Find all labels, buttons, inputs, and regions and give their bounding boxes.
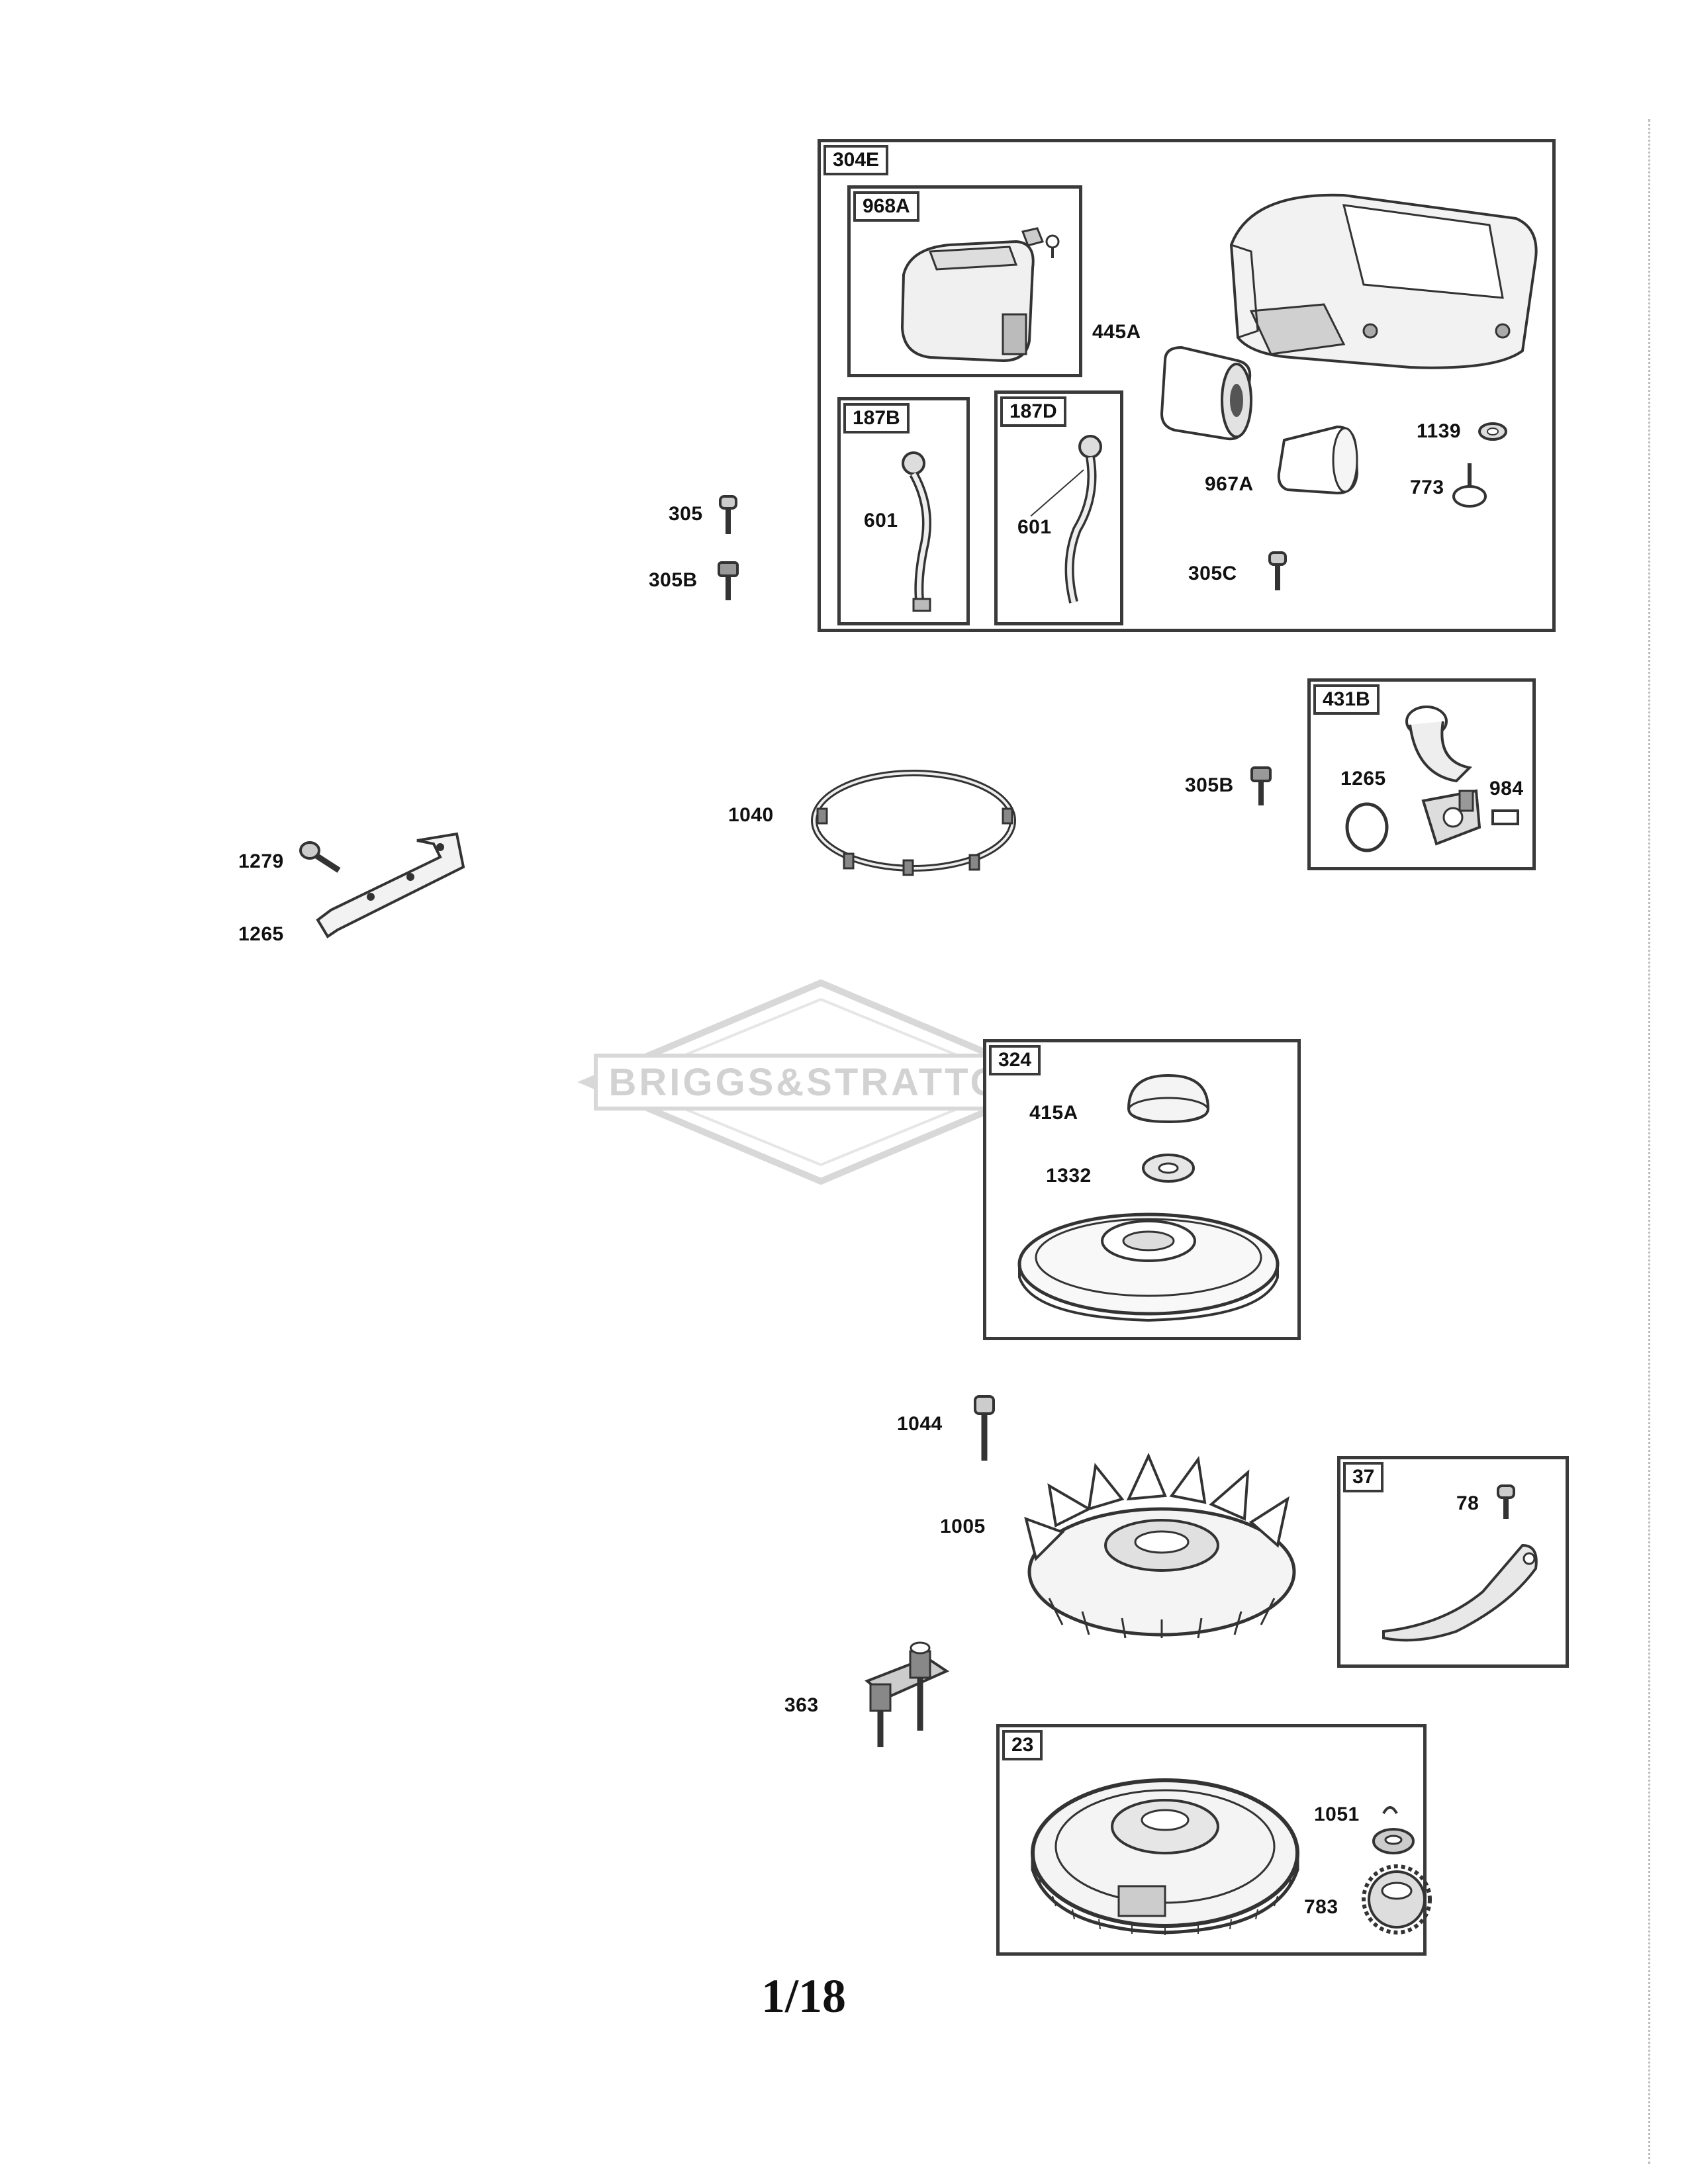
group-37-box: 37 78 (1337, 1456, 1569, 1668)
fan-icon (1024, 1453, 1296, 1639)
label-445A: 445A (1092, 321, 1141, 343)
flywheel-icon (1031, 1778, 1299, 1935)
pre-cleaner-icon (1277, 425, 1359, 495)
label-305B-a: 305B (649, 569, 698, 591)
label-1332: 1332 (1046, 1165, 1092, 1187)
label-601-a: 601 (864, 510, 898, 531)
group-187D-box: 187D 601 (994, 390, 1123, 625)
gasket-ring-icon (1345, 802, 1389, 852)
label-78: 78 (1456, 1492, 1479, 1514)
group-304E-box: 304E 968A 187B 601 187D 6 (818, 139, 1556, 632)
retainer-washer-icon (1142, 1154, 1195, 1183)
air-cleaner-cover-icon (900, 227, 1060, 363)
label-967A: 967A (1205, 473, 1254, 495)
key-1051-icon (1382, 1806, 1398, 1815)
blower-housing-icon (1229, 193, 1538, 369)
screw-78-icon (1497, 1484, 1515, 1519)
armature-icon (865, 1641, 950, 1747)
right-margin-rule (1648, 119, 1650, 2164)
rotating-screen-cap-icon (1127, 1073, 1210, 1124)
group-968A-box: 968A (847, 185, 1082, 377)
bolt-1279-icon (299, 841, 341, 873)
label-601-b: 601 (1017, 516, 1052, 538)
intake-elbow-icon (1405, 705, 1481, 846)
guard-ring-icon (811, 770, 1016, 876)
washer-icon (1478, 422, 1507, 441)
air-filter-cartridge-icon (1160, 345, 1252, 441)
briggs-stratton-watermark: BRIGGS&STRATTON (577, 979, 1064, 1185)
bolt-1044-icon (974, 1395, 995, 1461)
label-1279: 1279 (238, 850, 284, 872)
label-1265: 1265 (238, 923, 284, 945)
screw-305-icon (719, 495, 737, 534)
group-431B-title: 431B (1313, 684, 1380, 715)
screw-305C-icon (1268, 551, 1287, 590)
breather-tube-icon (902, 451, 931, 612)
knob-screw-icon (1452, 463, 1487, 508)
screw-305B-a-icon (718, 561, 739, 600)
starter-clutch-icon (1362, 1864, 1432, 1934)
group-324-box: 324 415A 1332 (983, 1039, 1301, 1340)
group-187B-title: 187B (843, 403, 910, 433)
label-773: 773 (1410, 477, 1444, 498)
group-23-title: 23 (1002, 1730, 1043, 1760)
label-415A: 415A (1029, 1102, 1078, 1124)
bracket-icon (316, 832, 465, 938)
label-1139: 1139 (1417, 420, 1462, 442)
page-number: 1/18 (761, 1970, 847, 2023)
label-1051: 1051 (1314, 1803, 1360, 1825)
group-23-box: 23 1051 783 (996, 1724, 1432, 1956)
group-187D-title: 187D (1000, 396, 1066, 427)
group-37-title: 37 (1343, 1462, 1384, 1492)
group-187B-box: 187B 601 (837, 397, 970, 625)
label-984: 984 (1489, 778, 1524, 799)
group-968A-title: 968A (853, 191, 919, 222)
air-guide-icon (1382, 1543, 1538, 1642)
breather-tube-long-icon (1030, 435, 1102, 604)
label-363: 363 (784, 1694, 819, 1716)
watermark-text: BRIGGS&STRATTON (608, 1060, 1033, 1104)
label-1005: 1005 (940, 1516, 986, 1537)
washer-1051-icon (1372, 1828, 1415, 1854)
rotating-screen-icon (1017, 1212, 1280, 1322)
seal-block-icon (1491, 809, 1519, 825)
label-305C: 305C (1188, 563, 1237, 584)
label-1040: 1040 (728, 804, 774, 826)
label-1044: 1044 (897, 1413, 943, 1435)
label-431B-1265: 1265 (1340, 768, 1386, 790)
screw-305B-b-icon (1250, 766, 1272, 805)
group-324-title: 324 (989, 1045, 1041, 1075)
group-431B-box: 431B 1265 984 (1307, 678, 1536, 870)
label-305B-b: 305B (1185, 774, 1234, 796)
label-305: 305 (669, 503, 703, 525)
label-783: 783 (1304, 1896, 1338, 1918)
group-304E-title: 304E (823, 145, 889, 175)
